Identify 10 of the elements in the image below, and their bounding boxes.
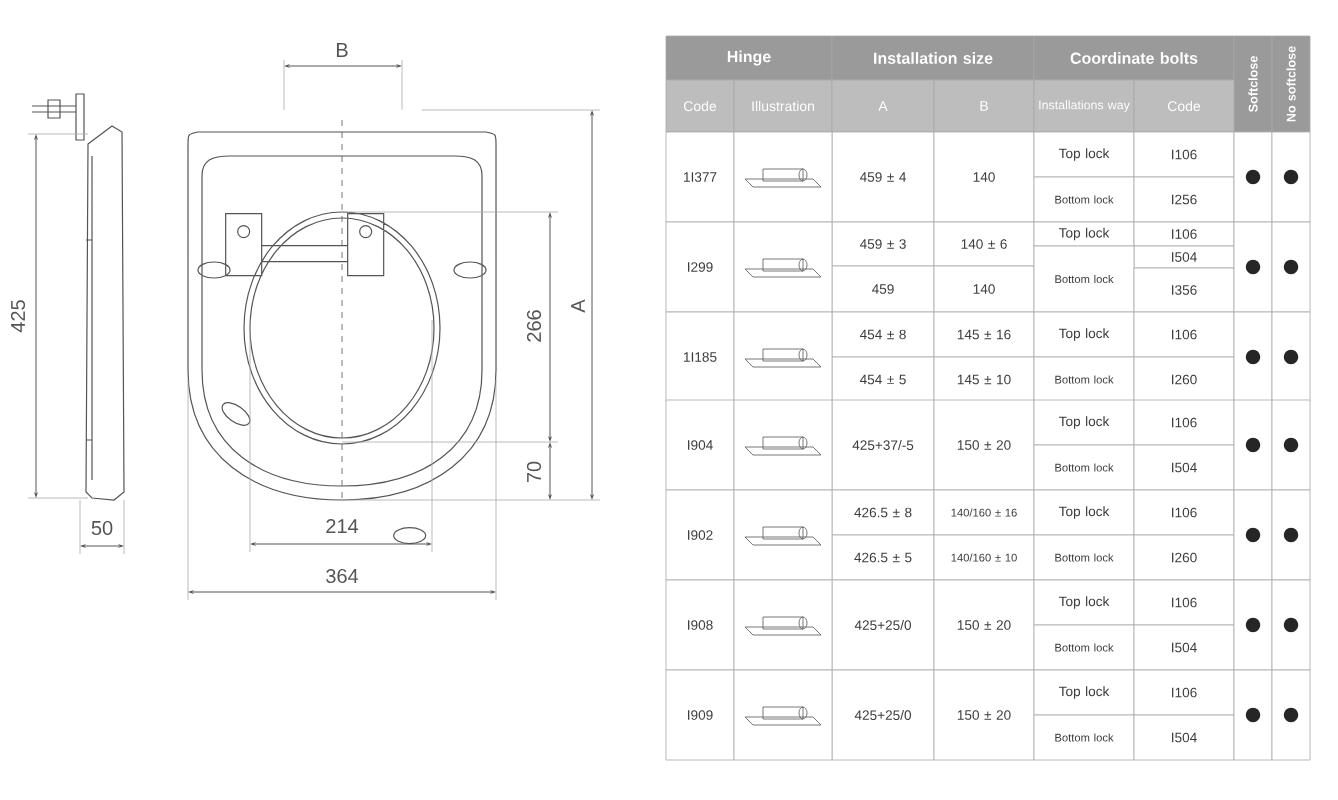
dimension-label: 364 <box>326 568 359 584</box>
header-cell: Hinge <box>665 35 833 81</box>
dimension-label: A <box>571 299 585 313</box>
header-cell: Installation size <box>831 35 1035 81</box>
dimension-label: B <box>336 43 348 57</box>
dimension-label: 425 <box>10 300 26 333</box>
dimension-label: 50 <box>91 520 113 536</box>
dimension-label: 266 <box>526 310 542 342</box>
dimension-label: 70 <box>526 461 542 483</box>
dimension-label: 214 <box>326 519 359 533</box>
